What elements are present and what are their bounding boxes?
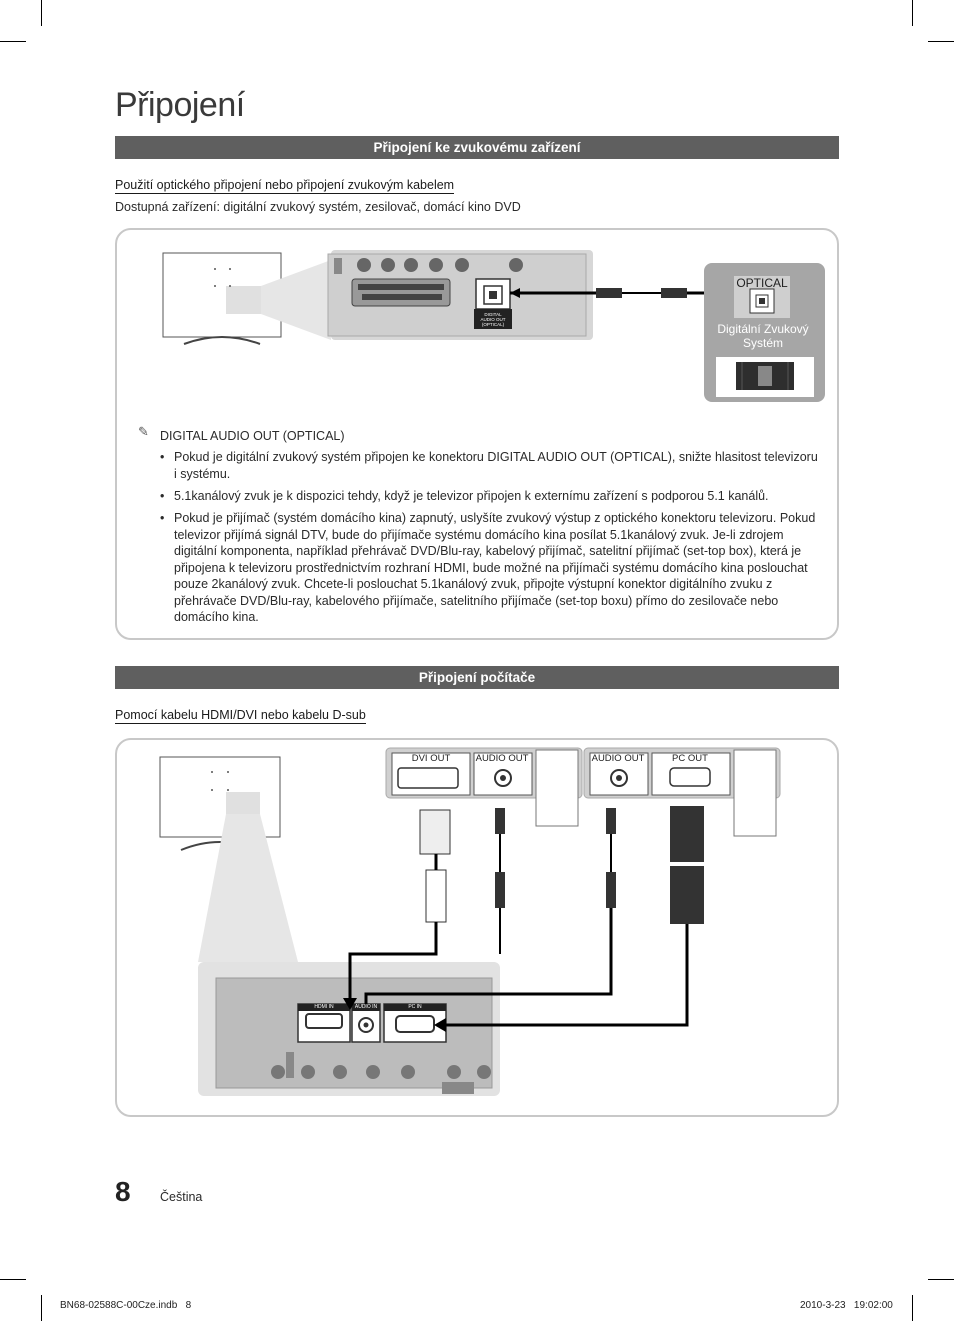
bullet-text-end: , snižte hlasitost televizoru i systému. (174, 450, 818, 481)
bullet-item: • 5.1kanálový zvuk je k dispozici tehdy,… (160, 488, 820, 505)
bullet-dot: • (160, 511, 165, 525)
subheading-pc: Pomocí kabelu HDMI/DVI nebo kabelu D-sub (115, 708, 366, 724)
dvi-out-label: DVI OUT (411, 753, 451, 764)
tv-hdmi-label: HDMI IN (314, 1004, 334, 1010)
pc-connection-diagram (159, 747, 781, 1096)
pc-out-label: PC OUT (672, 753, 708, 764)
crop-mark (0, 41, 26, 42)
language-label: Čeština (160, 1190, 203, 1204)
device-name-label: Digitální Zvukový Systém (717, 322, 809, 350)
bullet-text: Pokud je přijímač (systém domácího kina)… (174, 511, 816, 624)
tv-pcin-label: PC IN (408, 1004, 422, 1010)
crop-mark (912, 1295, 913, 1321)
bullet-text: Pokud je digitální zvukový systém připoj… (174, 450, 488, 464)
bullet-text: 5.1kanálový zvuk je k dispozici tehdy, k… (174, 489, 769, 503)
crop-mark (928, 41, 954, 42)
crop-mark (912, 0, 913, 26)
crop-mark (0, 1279, 26, 1280)
bullet-item: • Pokud je digitální zvukový systém přip… (160, 449, 820, 482)
optical-connection-diagram: DIGITAL AUDIO OUT (OPTICAL) (162, 250, 825, 402)
page-number: 8 (115, 1176, 131, 1207)
crop-mark (928, 1279, 954, 1280)
available-devices-text: Dostupná zařízení: digitální zvukový sys… (115, 200, 521, 214)
port-label-line1: DIGITAL (484, 312, 502, 317)
note-pencil-icon: ✎ (138, 424, 149, 439)
port-label-line2: AUDIO OUT (480, 317, 505, 322)
section-bar-pc: Připojení počítače (115, 666, 839, 689)
bullet-strong: DIGITAL AUDIO OUT (OPTICAL) (487, 450, 672, 464)
tv-icon (162, 252, 282, 345)
section-bar-audio: Připojení ke zvukovému zařízení (115, 136, 839, 159)
footer-file: BN68-02588C-00Cze.indb 8 (60, 1300, 192, 1311)
subheading-audio: Použití optického připojení nebo připoje… (115, 178, 455, 194)
crop-mark (41, 0, 42, 26)
bullet-dot: • (160, 450, 165, 464)
tv-audio-label: AUDIO IN (354, 1004, 378, 1010)
footer-date: 2010-3-23 19:02:00 (800, 1300, 893, 1311)
optical-port-label: OPTICAL (736, 276, 788, 290)
bullet-dot: • (160, 489, 165, 503)
audio-out-label-1: AUDIO OUT (475, 753, 529, 764)
audio-out-label-2: AUDIO OUT (591, 753, 645, 764)
page-title: Připojení (115, 86, 245, 124)
crop-mark (41, 1295, 42, 1321)
bullet-item: • Pokud je přijímač (systém domácího kin… (160, 510, 820, 626)
note-title: DIGITAL AUDIO OUT (OPTICAL) (160, 429, 345, 443)
port-label-line3: (OPTICAL) (482, 322, 505, 327)
